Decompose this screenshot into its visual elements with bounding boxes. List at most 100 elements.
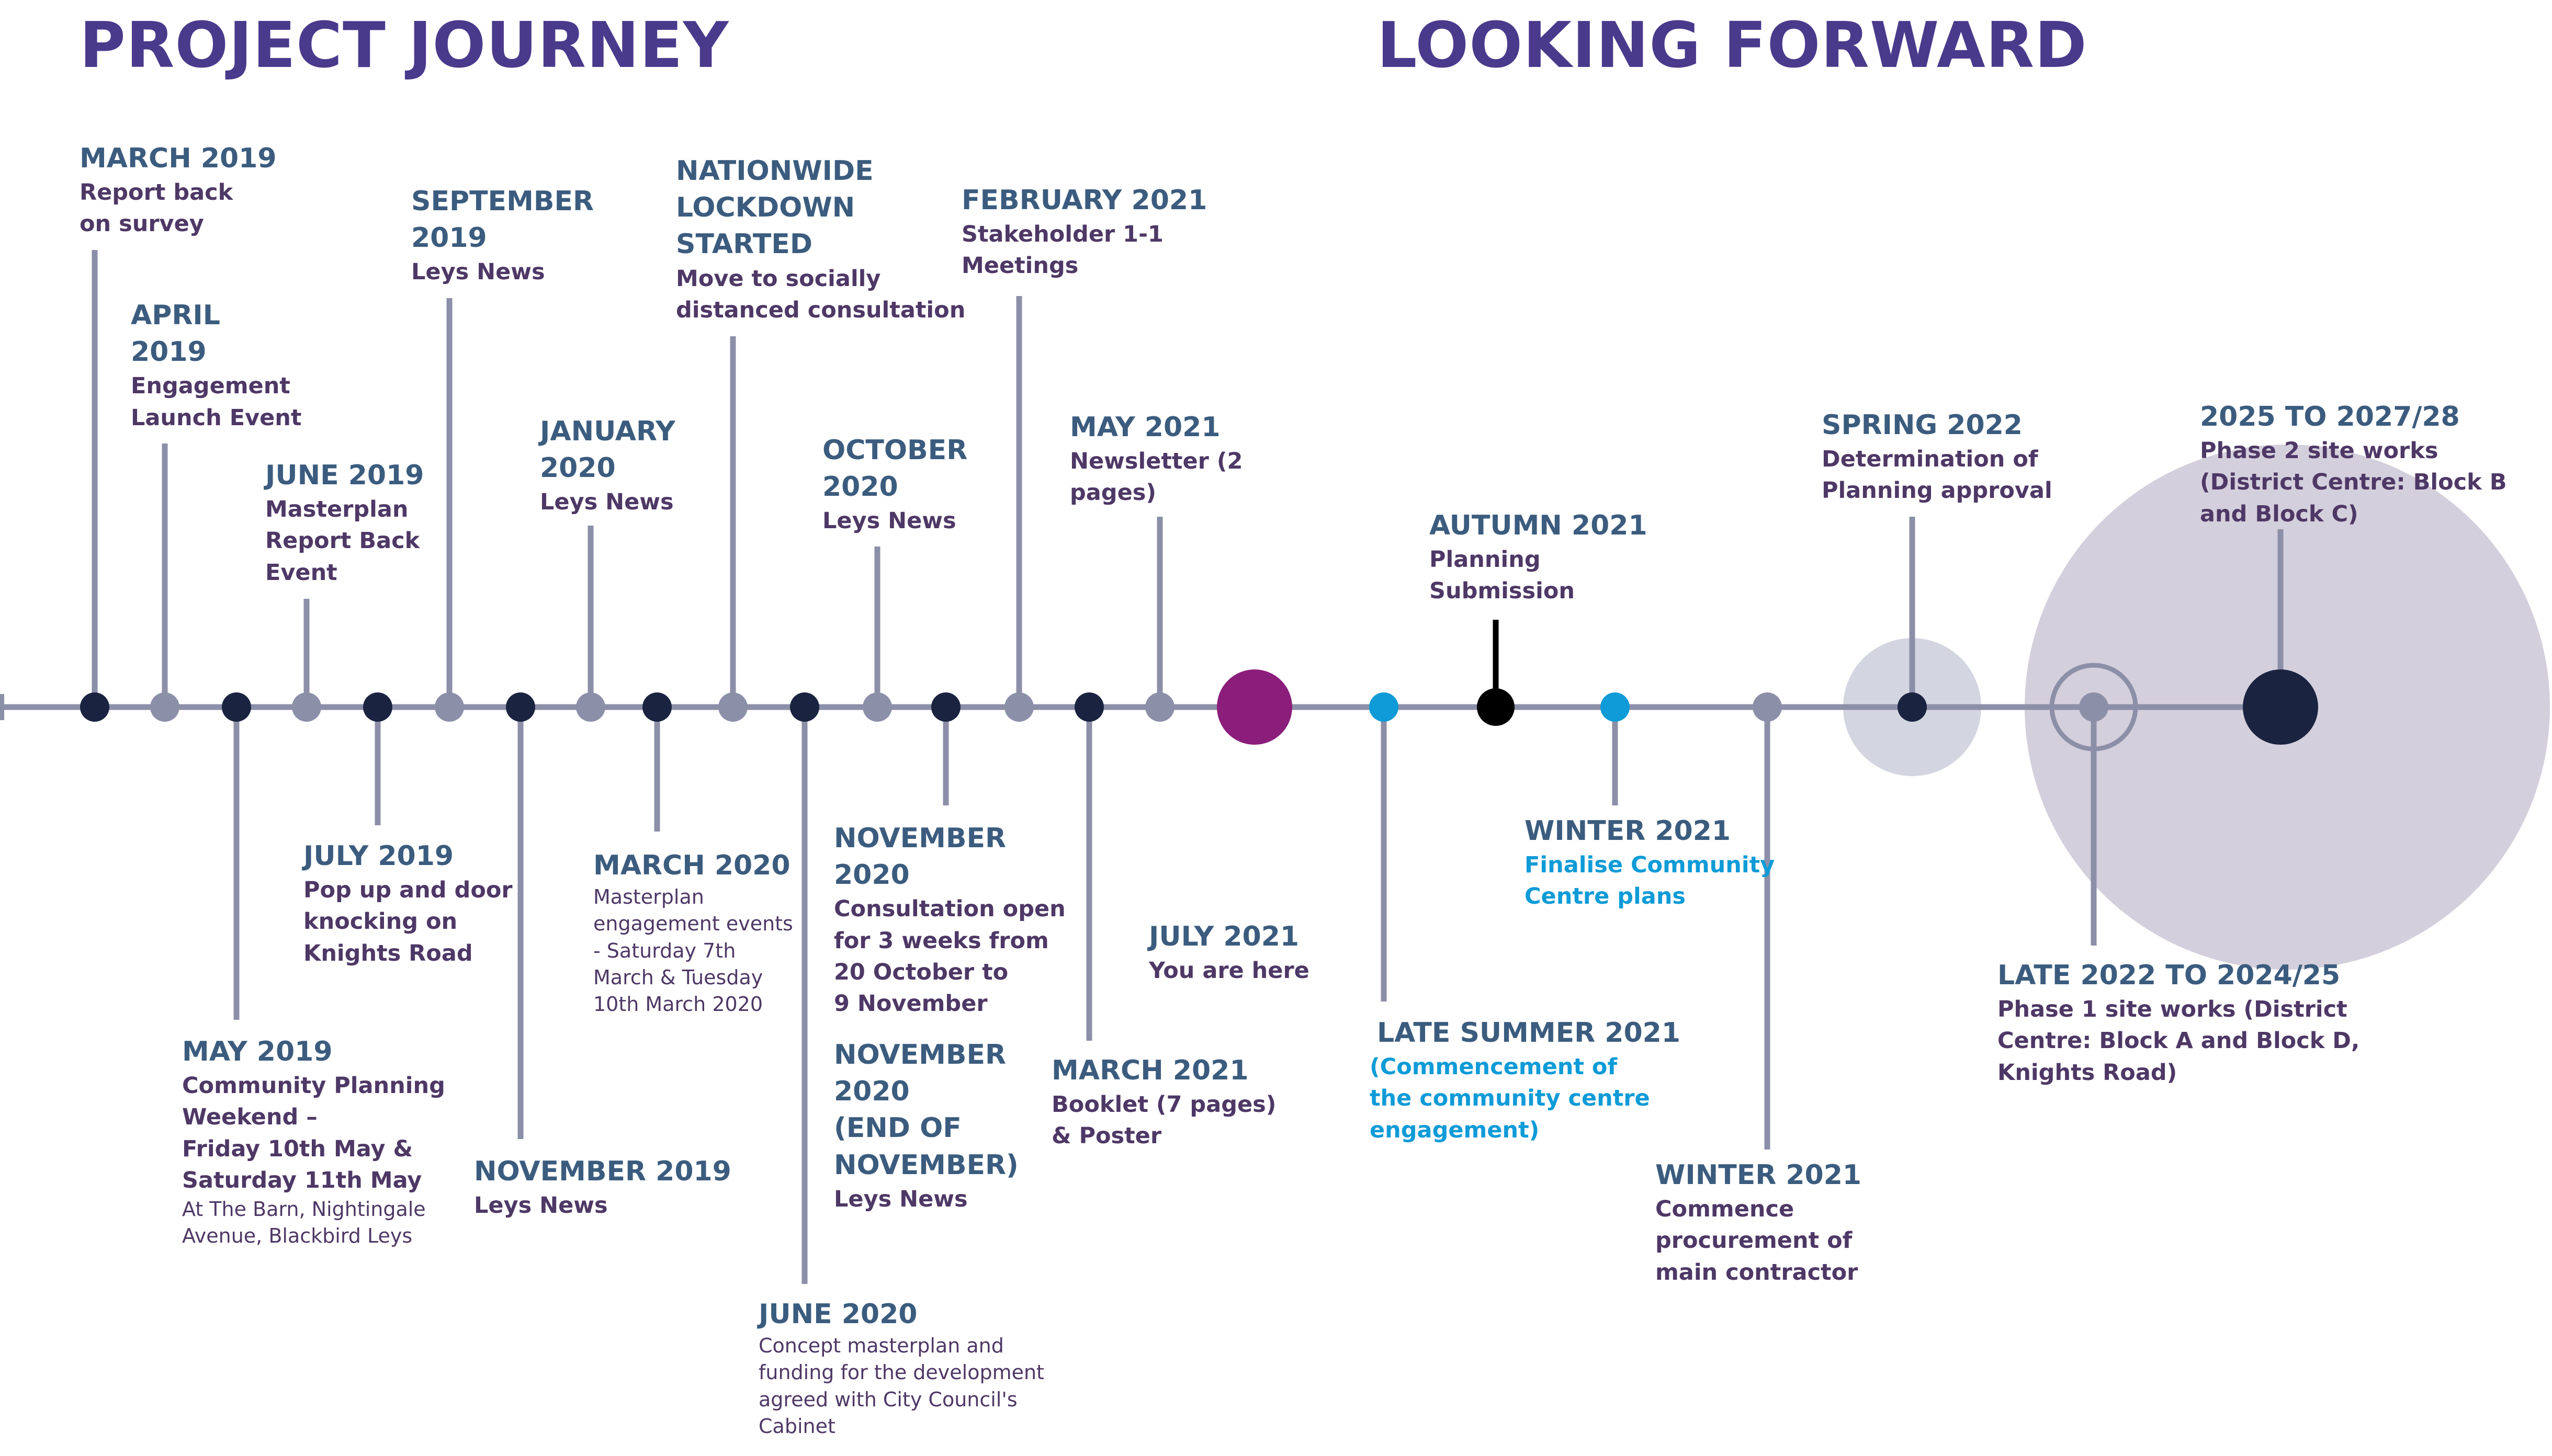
dot-spr2022 [1898,692,1927,722]
event-may2021: MAY 2021 Newsletter (2 pages) [1070,409,1243,509]
looking-forward-heading: LOOKING FORWARD [1377,9,2087,82]
event-text: Determination of Planning approval [1822,446,2052,504]
dot-sep2019 [435,692,464,722]
event-text: Phase 2 site works (District Centre: Blo… [2200,438,2507,527]
event-jul2019: JULY 2019 Pop up and door knocking on Kn… [303,838,513,969]
dot-latesum2021 [1369,692,1398,722]
event-latesum2021: LATE SUMMER 2021 (Commencement of the co… [1370,1015,1680,1146]
event-text: Leys News [540,489,674,516]
event-date: AUTUMN 2021 [1429,510,1647,541]
dot-mar2019 [80,692,109,722]
event-mar2019: MARCH 2019 Report back on survey [80,140,277,240]
event-date: JULY 2021 [1149,921,1300,952]
event-jul2021: JULY 2021 You are here [1149,918,1309,986]
event-text: Move to socially distanced consultation [676,265,966,323]
event-text: You are here [1149,958,1309,984]
event-date: MARCH 2019 [80,143,277,174]
event-win2021a: WINTER 2021 Finalise Community Centre pl… [1525,813,1775,913]
event-text: Community Planning Weekend – Friday 10th… [182,1073,445,1193]
event-nov2020b: NOVEMBER 2020 (END OF NOVEMBER) Leys New… [834,1037,1019,1215]
event-date: LATE SUMMER 2021 [1377,1017,1680,1049]
dot-apr2019 [150,692,179,722]
dot-late2022 [2079,692,2108,722]
event-date: JULY 2019 [303,840,454,872]
event-text: Commence procurement of main contractor [1655,1196,1858,1286]
event-mar2021: MARCH 2021 Booklet (7 pages) & Poster [1052,1052,1276,1152]
event-text: Booklet (7 pages) & Poster [1052,1091,1277,1150]
event-subtext: Masterplan engagement events - Saturday … [593,885,793,1016]
event-late2022: LATE 2022 TO 2024/25 Phase 1 site works … [1997,957,2359,1088]
event-may2019: MAY 2019 Community Planning Weekend – Fr… [182,1033,445,1250]
event-date: 2025 TO 2027/28 [2200,401,2460,433]
event-text: Planning Submission [1429,547,1575,605]
dot-jul2019 [363,692,392,722]
event-apr2019: APRIL 2019 Engagement Launch Event [131,297,301,434]
event-date: SPRING 2022 [1822,410,2023,441]
event-text: Finalise Community Centre plans [1525,852,1775,910]
event-aut2021: AUTUMN 2021 Planning Submission [1429,507,1647,607]
dot-feb2021 [1004,692,1034,722]
event-sep2019: SEPTEMBER 2019 Leys News [411,183,594,288]
dot-may2021 [1145,692,1175,722]
stems-above [92,250,2284,707]
event-date: NOVEMBER 2020 [834,823,1007,891]
event-y2025: 2025 TO 2027/28 Phase 2 site works (Dist… [2200,399,2507,530]
event-text: Leys News [474,1192,608,1219]
event-date: JANUARY 2020 [540,416,675,484]
event-date: MARCH 2021 [1052,1055,1249,1086]
event-text: Leys News [822,508,956,534]
timeline-dots [80,669,2318,745]
dot-lockdown [718,692,748,722]
project-journey-heading: PROJECT JOURNEY [80,9,729,82]
event-feb2021: FEBRUARY 2021 Stakeholder 1-1 Meetings [962,182,1207,282]
event-jun2020: JUNE 2020 Concept masterplan and funding… [759,1296,1044,1440]
dot-jun2020 [790,692,819,722]
event-subtext: At The Barn, Nightingale Avenue, Blackbi… [182,1197,426,1248]
dot-jul2021-current [1217,669,1292,745]
dot-win2021b [1753,692,1782,722]
event-date: OCTOBER 2020 [822,435,968,503]
event-oct2020: OCTOBER 2020 Leys News [822,432,967,537]
event-text: Masterplan Report Back Event [265,496,420,586]
event-date: LATE 2022 TO 2024/25 [1997,960,2341,991]
event-date: MARCH 2020 [593,850,791,881]
event-text: Consultation open for 3 weeks from 20 Oc… [834,896,1066,1017]
event-date: NATIONWIDE LOCKDOWN STARTED [676,155,874,260]
event-jan2020: JANUARY 2020 Leys News [540,413,675,518]
event-date: WINTER 2021 [1655,1159,1862,1191]
event-date: JUNE 2019 [265,460,424,491]
event-nov2020a: NOVEMBER 2020 Consultation open for 3 we… [834,820,1066,1019]
dot-mar2021 [1075,692,1104,722]
event-text: (Commencement of the community centre en… [1370,1054,1650,1143]
event-text: Stakeholder 1-1 Meetings [962,221,1164,279]
event-date: MAY 2021 [1070,412,1221,443]
event-date: JUNE 2020 [759,1299,918,1330]
late-2022-ring [2049,663,2138,752]
dot-jun2019 [292,692,321,722]
event-text: Phase 1 site works (District Centre: Blo… [1997,996,2360,1086]
event-text: Newsletter (2 pages) [1070,448,1243,506]
event-text: Leys News [411,259,545,286]
event-subtext: Concept masterplan and funding for the d… [759,1334,1044,1438]
event-date: NOVEMBER 2019 [474,1156,731,1187]
event-text: Report back on survey [80,179,233,237]
event-date: WINTER 2021 [1525,815,1731,847]
stems-below [233,707,2097,1284]
event-date: SEPTEMBER 2019 [411,186,594,254]
event-text: Pop up and door knocking on Knights Road [303,877,513,966]
event-date: MAY 2019 [182,1036,333,1067]
event-lockdown: NATIONWIDE LOCKDOWN STARTED Move to soci… [676,153,965,326]
dot-nov2020 [931,692,961,722]
event-date: FEBRUARY 2021 [962,185,1207,216]
event-text: Engagement Launch Event [131,373,302,431]
dot-jan2020 [576,692,605,722]
event-jun2019: JUNE 2019 Masterplan Report Back Event [265,457,424,588]
event-spr2022: SPRING 2022 Determination of Planning ap… [1822,407,2052,507]
dot-may2019 [222,692,251,722]
dot-oct2020 [863,692,892,722]
dot-y2025 [2243,669,2318,745]
event-nov2019: NOVEMBER 2019 Leys News [474,1153,731,1221]
event-mar2020: MARCH 2020 Masterplan engagement events … [593,847,793,1018]
